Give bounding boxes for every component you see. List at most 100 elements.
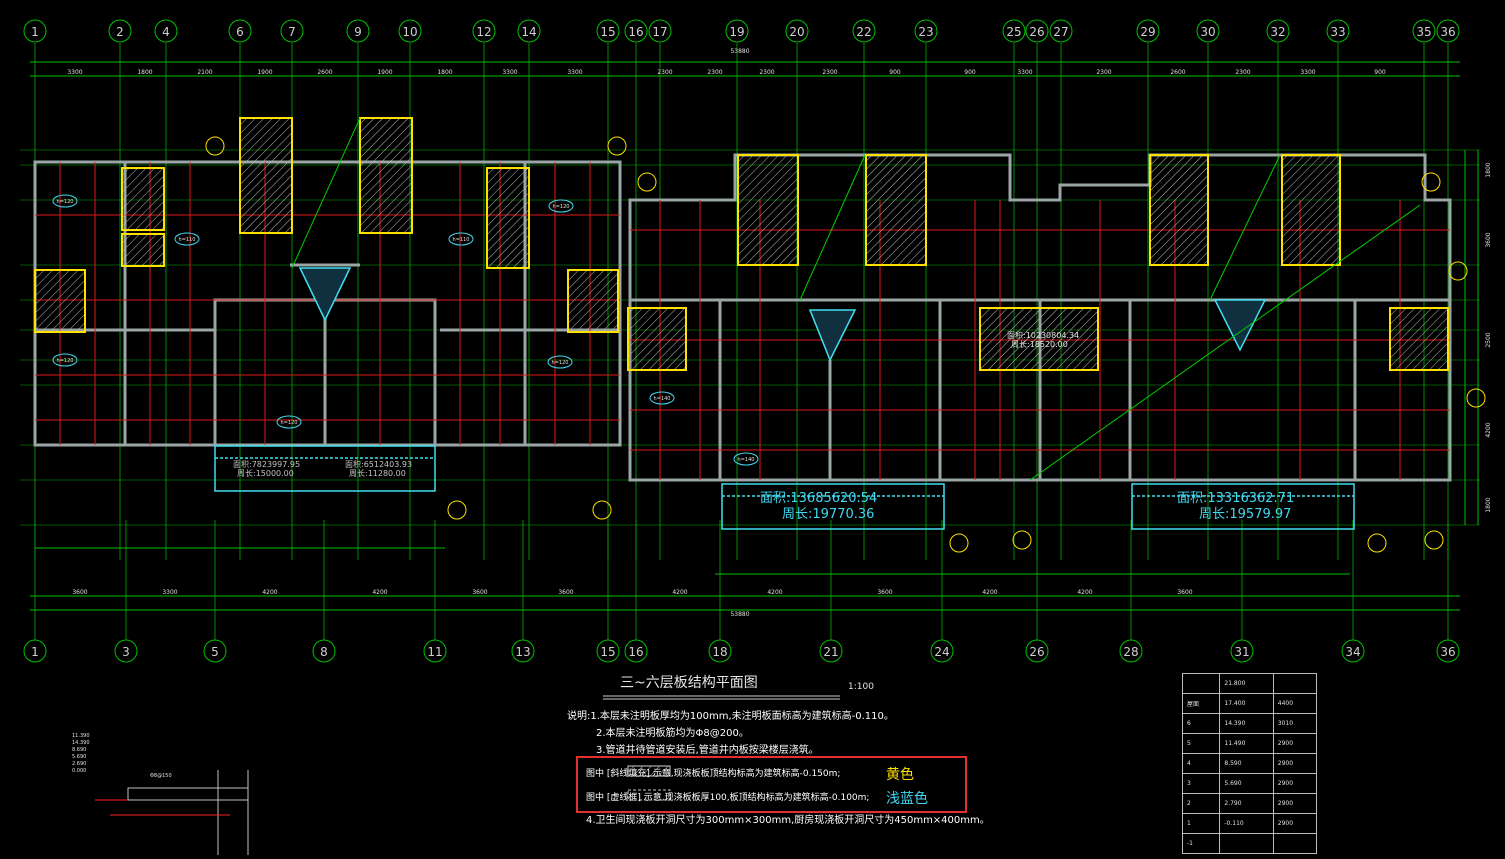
slab-hatched <box>627 307 687 371</box>
axis-number: 5 <box>211 645 219 659</box>
table-cell <box>1219 833 1274 854</box>
section-rebar-label: Φ8@150 <box>150 773 172 779</box>
axis-bubble <box>1119 639 1143 663</box>
table-cell: 11.490 <box>1219 733 1274 754</box>
dimension-text: 2300 <box>657 69 672 76</box>
table-cell: 4400 <box>1272 693 1318 714</box>
slab-hatched <box>359 117 413 234</box>
thin-slabs-cyan <box>214 267 1355 530</box>
axis-bubble <box>108 19 132 43</box>
table-cell: 2.790 <box>1219 793 1274 814</box>
dimension-text: 4200 <box>982 589 997 596</box>
elevation-label: 2.690 <box>72 761 86 767</box>
thickness-tag: h=120 <box>553 204 570 210</box>
thickness-ellipse <box>276 415 302 429</box>
axis-number: 3 <box>122 645 130 659</box>
axis-number: 7 <box>288 25 296 39</box>
dimension-text: 3300 <box>1017 69 1032 76</box>
thickness-tag: h=110 <box>179 237 196 243</box>
dimension-text: 2600 <box>317 69 332 76</box>
axis-bubble <box>1412 19 1436 43</box>
axis-number: 4 <box>162 25 170 39</box>
legend-cyan-label: 浅蓝色 <box>886 791 928 807</box>
axis-bubble <box>398 19 422 43</box>
dimension-text: 4200 <box>372 589 387 596</box>
thickness-ellipse <box>52 353 78 367</box>
area-value: 面积:13685620.54 <box>760 491 877 506</box>
axis-number: 18 <box>712 645 727 659</box>
dimension-text: 2300 <box>707 69 722 76</box>
dimension-text: 3300 <box>162 589 177 596</box>
axis-number: 14 <box>521 25 536 39</box>
legend-line-2: 图中 [虚线框] 示意,现浇板板厚100,板顶结构标高为建筑标高-0.100m; <box>586 793 870 803</box>
thickness-tag: h=120 <box>552 360 569 366</box>
axis-bubble <box>280 19 304 43</box>
axis-number: 30 <box>1200 25 1215 39</box>
axis-bubble <box>1136 19 1160 43</box>
slab-hatched <box>121 167 165 231</box>
thickness-tag: h=140 <box>738 457 755 463</box>
axis-bubble <box>203 639 227 663</box>
table-cell: 5.690 <box>1219 773 1274 794</box>
axis-bubble <box>228 19 252 43</box>
table-cell: 2900 <box>1272 813 1318 834</box>
table-cell: 4 <box>1181 753 1221 774</box>
slab-hatched <box>239 117 293 234</box>
table-cell: 2 <box>1181 793 1221 814</box>
elevation-label: 11.390 <box>72 733 90 739</box>
slab-hatched <box>121 233 165 267</box>
legend-dash-symbol <box>627 789 671 801</box>
axis-bubble <box>1341 639 1365 663</box>
axis-number: 26 <box>1029 25 1044 39</box>
perimeter-value: 周长:18520.00 <box>1011 339 1068 349</box>
axis-number: 27 <box>1053 25 1068 39</box>
dimension-text: 4200 <box>672 589 687 596</box>
axis-bubble <box>23 19 47 43</box>
dimension-text: 2100 <box>197 69 212 76</box>
thickness-ellipse <box>649 391 675 405</box>
slab-hatched <box>1389 307 1449 371</box>
dimension-text: 4200 <box>767 589 782 596</box>
dimension-text: 2300 <box>822 69 837 76</box>
axis-number: 16 <box>628 645 643 659</box>
overall-dimension-bottom: 53880 <box>730 611 749 618</box>
table-cell: 5 <box>1181 733 1221 754</box>
axis-bubble <box>312 639 336 663</box>
axis-bubble <box>708 639 732 663</box>
dimension-text: 3600 <box>472 589 487 596</box>
slab-hatched <box>1281 154 1341 266</box>
dimension-text: 1800 <box>437 69 452 76</box>
drawing-scale: 1:100 <box>848 682 874 692</box>
axis-bubble <box>819 639 843 663</box>
overall-dimension-top: 53880 <box>730 48 749 55</box>
table-cell: 2900 <box>1272 733 1318 754</box>
dimension-text: 3600 <box>558 589 573 596</box>
legend-yellow-label: 黄色 <box>886 767 914 783</box>
thickness-ellipse <box>448 232 474 246</box>
axis-number: 20 <box>789 25 804 39</box>
note-line-3: 3.管道井待管道安装后,管道井内板按梁楼层浇筑。 <box>596 745 819 756</box>
dimension-lines <box>30 61 1479 611</box>
dimension-text: 3300 <box>67 69 82 76</box>
axis-number: 6 <box>236 25 244 39</box>
thickness-tag: h=120 <box>281 420 298 426</box>
axis-number: 15 <box>600 645 615 659</box>
detail-callouts <box>205 136 1486 553</box>
dimension-text: 1800 <box>1485 497 1492 512</box>
axis-bubble <box>1196 19 1220 43</box>
area-value: 面积:6512403.93 <box>345 459 412 469</box>
dimension-text: 3300 <box>502 69 517 76</box>
note-line-1: 说明:1.本层未注明板厚均为100mm,未注明板面标高为建筑标高-0.110。 <box>567 711 894 722</box>
axis-bubble <box>472 19 496 43</box>
area-value: 面积:10230804.34 <box>1007 330 1079 340</box>
table-cell <box>1272 673 1318 694</box>
